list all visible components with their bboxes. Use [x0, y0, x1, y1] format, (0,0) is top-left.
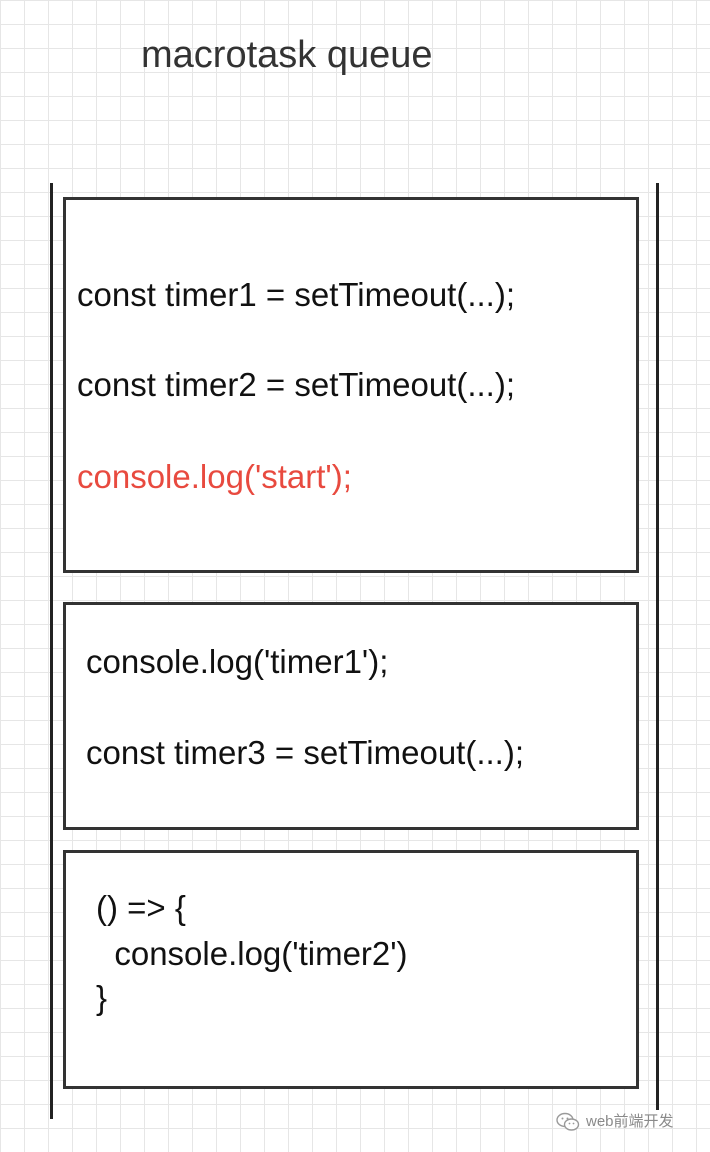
task-box-2	[63, 602, 639, 830]
task-3-line-3: }	[96, 979, 108, 1016]
source-watermark: web前端开发	[556, 1110, 674, 1134]
watermark-text: web前端开发	[586, 1113, 674, 1130]
task-2-line-2: const timer3 = setTimeout(...);	[86, 734, 524, 771]
queue-right-rail	[656, 183, 659, 1110]
wechat-icon	[556, 1112, 580, 1132]
task-3-line-2: console.log('timer2')	[96, 935, 408, 972]
task-box-1	[63, 197, 639, 573]
task-2-line-1: console.log('timer1');	[86, 643, 389, 680]
diagram-title: macrotask queue	[141, 34, 433, 76]
task-1-line-3: console.log('start');	[77, 458, 352, 495]
task-box-3	[63, 850, 639, 1089]
task-3-line-1: () => {	[96, 889, 186, 926]
task-1-line-2: const timer2 = setTimeout(...);	[77, 366, 515, 403]
queue-left-rail	[50, 183, 53, 1119]
task-1-line-1: const timer1 = setTimeout(...);	[77, 276, 515, 313]
